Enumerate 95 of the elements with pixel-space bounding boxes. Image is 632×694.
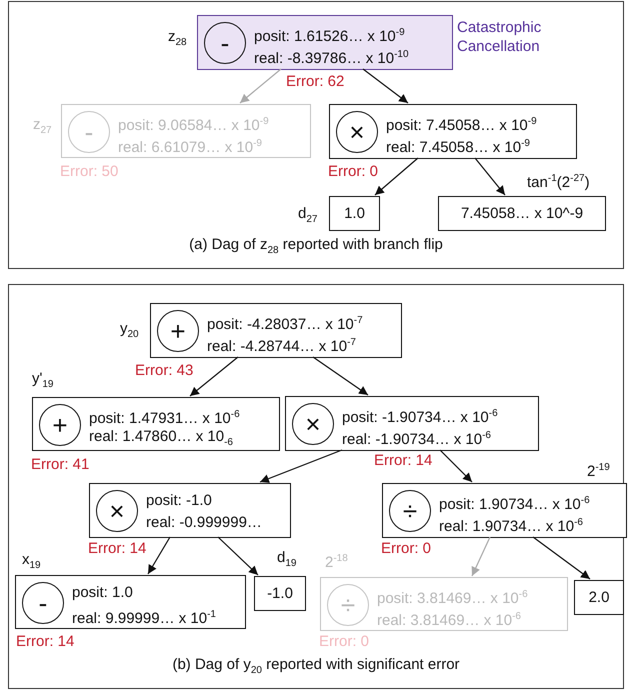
operator-circle [389, 490, 431, 532]
node-label: x$_{19}$ [22, 551, 41, 573]
error-label: Error: 62 [286, 73, 344, 91]
value-text: posit: -4.28037… x 10$^{-7}$ [207, 314, 363, 334]
operator-circle [336, 111, 378, 153]
operator-circle [39, 404, 81, 446]
node-label: y'$_{19}$ [32, 370, 54, 392]
arrow [474, 158, 506, 196]
operator-circle [204, 22, 246, 64]
value-box [574, 580, 624, 615]
value-text: real: -1.90734… x 10$^{-6}$ [342, 429, 491, 449]
value-box [254, 576, 306, 611]
operation-node-box [15, 575, 246, 629]
value-text: posit: -1.0 [146, 492, 212, 510]
value-text: real: -4.28744… x 10$^{-7}$ [207, 336, 356, 356]
panel-caption: (b) Dag of y$_{20}$ reported with significant error [171, 656, 461, 678]
operator-symbol: + [52, 412, 68, 438]
node-label: z$_{28}$ [168, 28, 187, 50]
error-label: Error: 14 [88, 540, 146, 558]
operation-node-box [150, 303, 402, 358]
panel-frame [8, 284, 624, 689]
error-label: Error: 41 [31, 456, 90, 474]
arrow [471, 536, 491, 576]
error-label: Error: 0 [328, 163, 378, 181]
panel-caption: (a) Dag of z$_{28}$ reported with branch flip [188, 236, 444, 258]
value-text: real: 1.47860… x 10$_{-6}$ [89, 428, 233, 450]
operation-node-box [197, 15, 453, 70]
value-text: real: 1.90734… x 10$^{-6}$ [439, 516, 583, 536]
value-text: -1.0 [266, 585, 294, 603]
operation-node-box [61, 104, 311, 158]
operator-symbol: ÷ [402, 498, 418, 524]
panel-frame [8, 1, 624, 269]
node-label: y$_{20}$ [120, 320, 139, 342]
operator-symbol: - [38, 590, 48, 616]
operator-circle [68, 111, 110, 153]
value-text: real: 7.45058… x 10$^{-9}$ [386, 137, 530, 157]
node-label: 2$^{-19}$ [587, 461, 610, 481]
operation-node-box [329, 104, 577, 159]
annotation-text: Catastrophic Cancellation [457, 18, 542, 56]
error-label: Error: 0 [319, 633, 370, 651]
node-label: d$_{27}$ [298, 205, 318, 227]
value-text: real: -0.999999… [146, 514, 262, 532]
value-box [329, 196, 380, 231]
arrow [362, 68, 408, 104]
value-text: real: -8.39786… x 10$^{-10}$ [254, 48, 409, 68]
value-text: posit: 7.45058… x 10$^{-9}$ [386, 115, 537, 135]
arrow [240, 68, 282, 104]
arrow [147, 536, 171, 574]
arrow [532, 536, 590, 580]
arrow [374, 158, 418, 196]
operation-node-box [382, 483, 627, 538]
operator-circle [292, 403, 334, 445]
operation-node-box [32, 397, 280, 451]
value-text: 2.0 [588, 589, 610, 607]
operator-circle [96, 490, 138, 532]
value-text: posit: 1.90734… x 10$^{-6}$ [439, 494, 590, 514]
value-text: posit: -1.90734… x 10$^{-6}$ [342, 407, 498, 427]
error-label: Error: 43 [135, 362, 194, 380]
value-text: real: 3.81469… x 10$^{-6}$ [377, 610, 521, 630]
value-text: 7.45058… x 10^-9 [460, 205, 584, 223]
arrow [190, 356, 238, 396]
value-box [438, 196, 606, 231]
operation-node-box [89, 483, 291, 538]
value-text: posit: 1.47931… x 10$^{-6}$ [89, 408, 240, 428]
arrow [440, 450, 472, 482]
arrow [260, 449, 342, 483]
node-label: tan$^{-1}$(2$^{-27}$) [527, 172, 590, 192]
operator-circle [157, 310, 199, 352]
operation-node-box [320, 577, 568, 631]
operator-circle [327, 584, 369, 626]
error-label: Error: 14 [374, 452, 432, 470]
operator-symbol: × [305, 411, 321, 437]
value-text: posit: 1.0 [72, 584, 133, 602]
value-text: posit: 9.06584… x 10$^{-9}$ [118, 115, 269, 135]
error-label: Error: 14 [16, 633, 74, 651]
value-text: real: 9.99999… x 10$^{-1}$ [72, 608, 216, 628]
arrow [218, 536, 258, 576]
error-label: Error: 50 [60, 163, 118, 181]
operator-symbol: - [220, 30, 230, 56]
node-label: 2$^{-18}$ [325, 552, 348, 572]
value-text: 1.0 [343, 205, 366, 223]
value-text: posit: 3.81469… x 10$^{-6}$ [377, 588, 528, 608]
arrow [312, 356, 368, 396]
operation-node-box [285, 396, 539, 451]
operator-circle [22, 582, 64, 624]
node-label: d$_{19}$ [277, 549, 296, 571]
error-label: Error: 0 [381, 540, 432, 558]
operator-symbol: - [84, 119, 94, 145]
node-label: z$_{27}$ [33, 116, 52, 138]
value-text: posit: 1.61526… x 10$^{-9}$ [254, 26, 405, 46]
value-text: real: 6.61079… x 10$^{-9}$ [118, 137, 262, 157]
operator-symbol: × [109, 498, 125, 524]
operator-symbol: + [170, 318, 186, 344]
operator-symbol: ÷ [340, 592, 356, 618]
operator-symbol: × [349, 119, 365, 145]
